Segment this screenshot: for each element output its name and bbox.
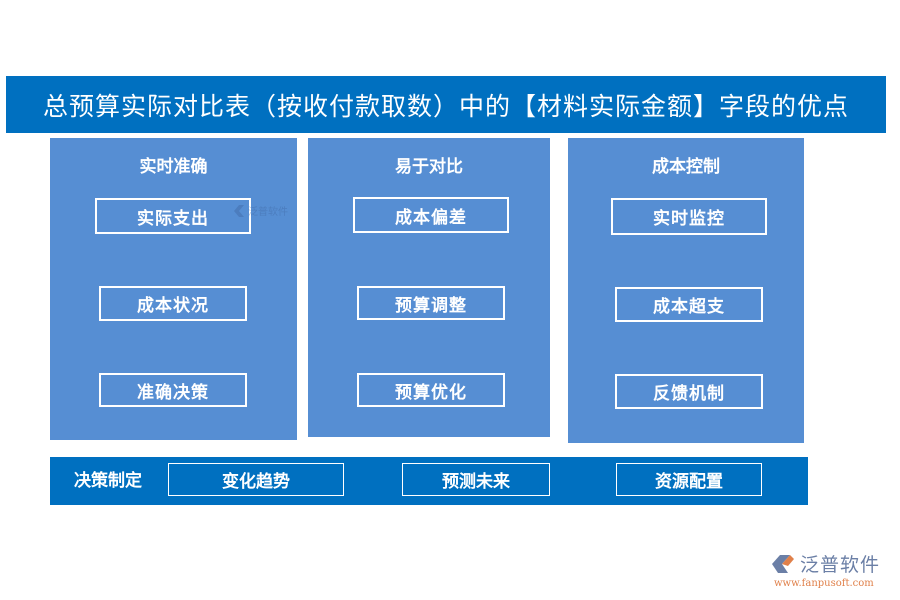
item-change-trend: 变化趋势 bbox=[168, 463, 344, 496]
watermark: 泛普软件 bbox=[232, 203, 288, 218]
item-predict-future: 预测未来 bbox=[402, 463, 550, 496]
item-accurate-decision: 准确决策 bbox=[99, 373, 247, 407]
item-cost-status: 成本状况 bbox=[99, 286, 247, 321]
watermark-text: 泛普软件 bbox=[248, 207, 288, 218]
panel-title: 成本控制 bbox=[652, 157, 720, 177]
item-budget-adjust: 预算调整 bbox=[357, 286, 505, 320]
panel-title: 易于对比 bbox=[395, 157, 463, 177]
item-actual-expense: 实际支出 bbox=[95, 198, 251, 234]
panel-realtime-accurate: 实时准确 实际支出 成本状况 准确决策 bbox=[50, 138, 297, 440]
fanpu-brand-icon bbox=[772, 554, 794, 573]
fanpu-logo-icon bbox=[234, 204, 244, 217]
item-cost-deviation: 成本偏差 bbox=[353, 197, 509, 233]
panel-title: 实时准确 bbox=[139, 157, 208, 177]
diagram-title: 总预算实际对比表（按收付款取数）中的【材料实际金额】字段的优点 bbox=[6, 76, 886, 133]
panel-easy-compare: 易于对比 成本偏差 预算调整 预算优化 bbox=[308, 138, 550, 437]
item-resource-allocation: 资源配置 bbox=[616, 463, 762, 496]
bottom-label: 决策制定 bbox=[74, 470, 142, 491]
item-realtime-monitor: 实时监控 bbox=[611, 198, 767, 235]
item-budget-optimize: 预算优化 bbox=[357, 373, 505, 407]
logo-name: 泛普软件 bbox=[800, 554, 881, 576]
fanpu-logo: 泛普软件 www.fanpusoft.com bbox=[770, 550, 895, 595]
item-cost-overrun: 成本超支 bbox=[615, 287, 763, 322]
logo-url: www.fanpusoft.com bbox=[774, 578, 874, 589]
item-feedback-mechanism: 反馈机制 bbox=[615, 374, 763, 409]
panel-cost-control: 成本控制 实时监控 成本超支 反馈机制 bbox=[568, 138, 804, 443]
decision-making-bar: 决策制定 变化趋势 预测未来 资源配置 bbox=[50, 457, 808, 505]
